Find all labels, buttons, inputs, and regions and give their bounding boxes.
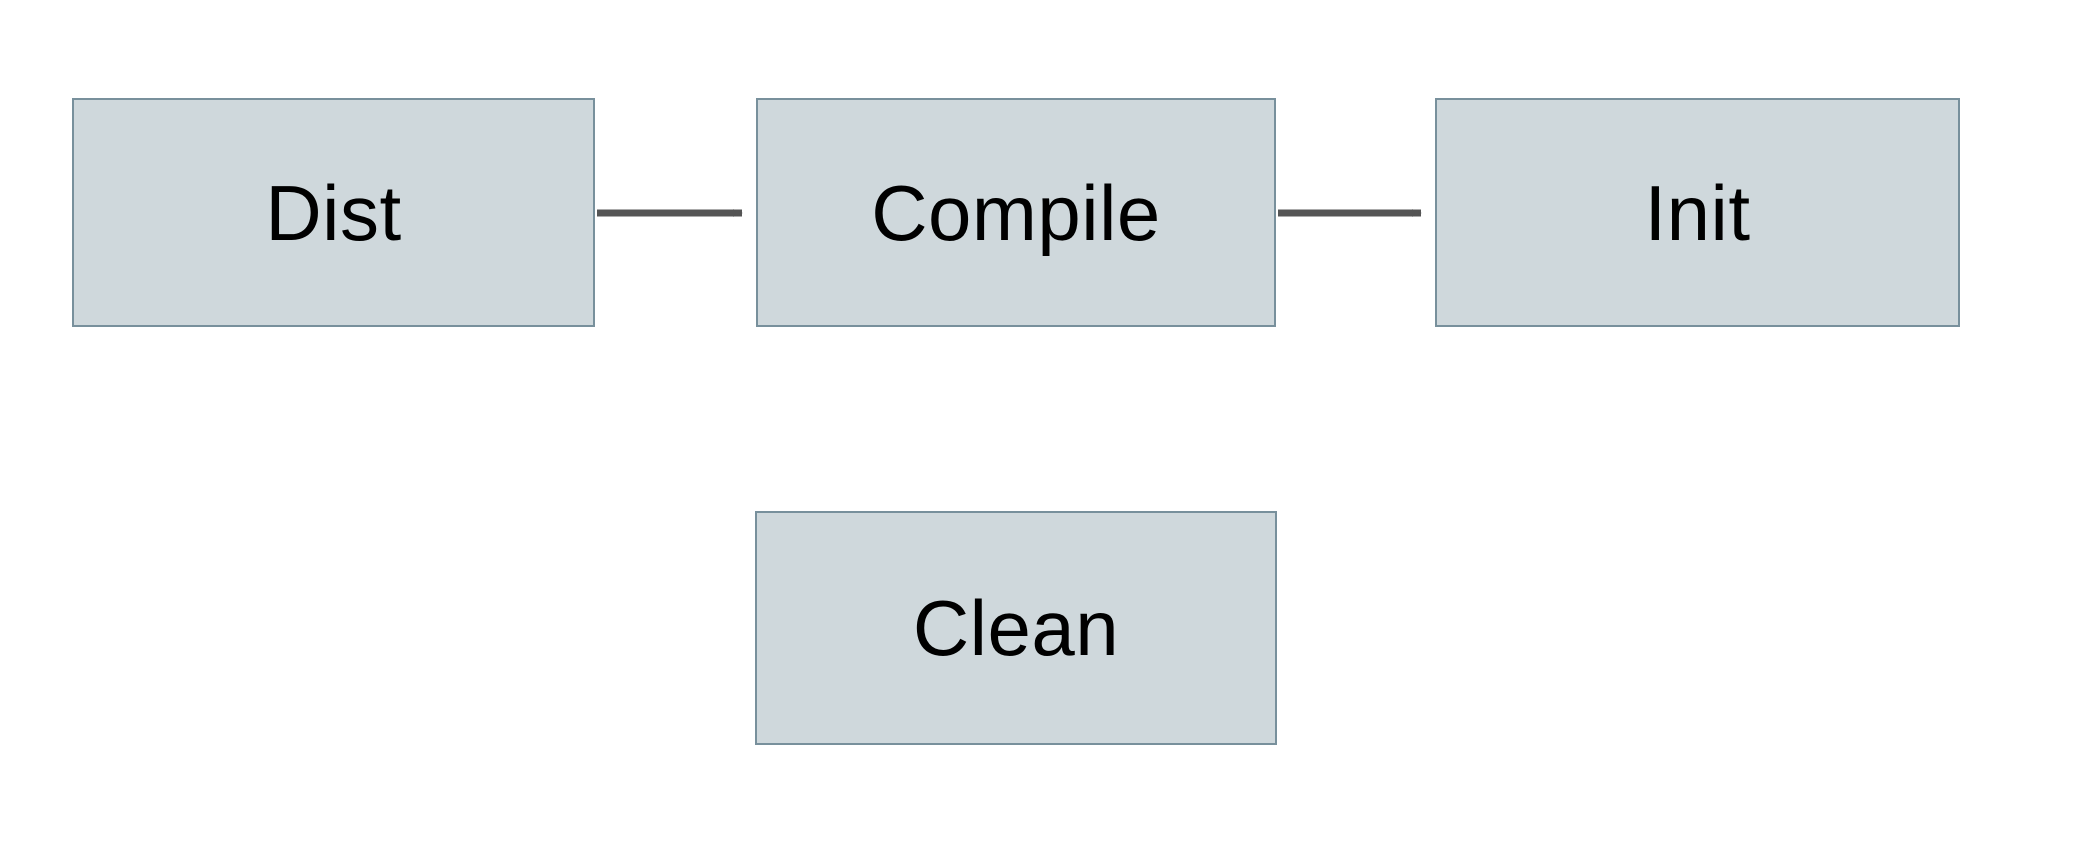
node-dist[interactable]: Dist: [72, 98, 595, 327]
node-init[interactable]: Init: [1435, 98, 1960, 327]
node-clean-label: Clean: [912, 584, 1120, 672]
node-dist-label: Dist: [265, 168, 402, 257]
node-init-label: Init: [1644, 168, 1751, 257]
node-compile[interactable]: Compile: [756, 98, 1276, 327]
node-compile-label: Compile: [871, 168, 1161, 257]
node-clean[interactable]: Clean: [755, 511, 1277, 745]
